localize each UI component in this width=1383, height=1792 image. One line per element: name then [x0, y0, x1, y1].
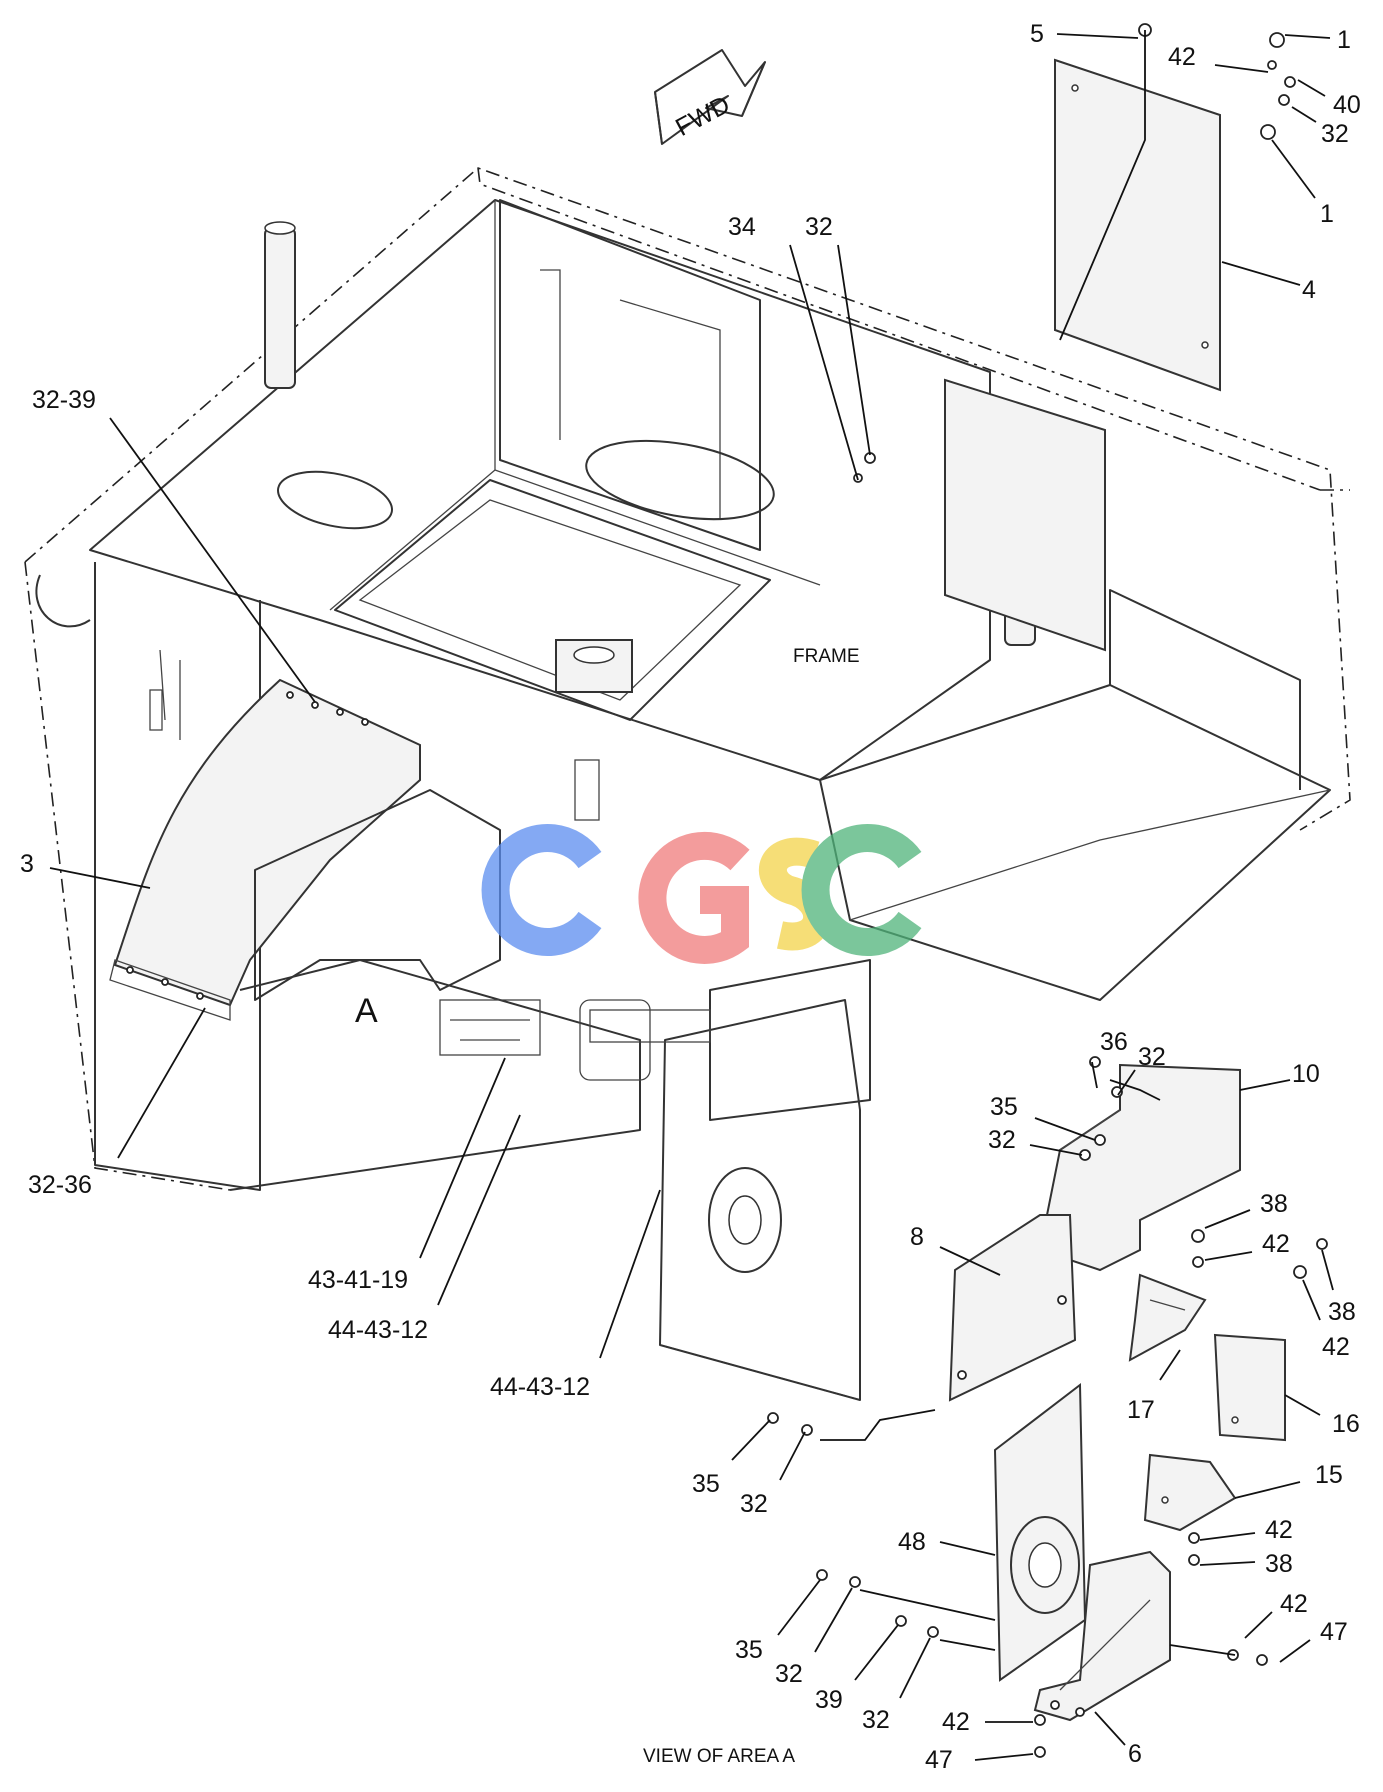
callout-4: 4	[1302, 276, 1316, 304]
fasteners	[767, 23, 1328, 1758]
callout-32-mid: 32	[988, 1126, 1016, 1154]
callout-32-39: 32-39	[32, 386, 96, 414]
panel-48	[993, 1383, 1087, 1682]
callout-32-upper: 32	[1138, 1043, 1166, 1071]
callout-8: 8	[910, 1223, 924, 1251]
callout-47-right: 47	[1320, 1618, 1348, 1646]
callout-32-lowest: 32	[862, 1706, 890, 1734]
callout-48: 48	[898, 1528, 926, 1556]
callout-10: 10	[1292, 1060, 1320, 1088]
callout-39: 39	[815, 1686, 843, 1714]
callout-40: 40	[1333, 91, 1361, 119]
callout-44-43-12-right: 44-43-12	[490, 1373, 590, 1401]
callout-16: 16	[1332, 1410, 1360, 1438]
callout-43-41-19: 43-41-19	[308, 1266, 408, 1294]
callout-15: 15	[1315, 1461, 1343, 1489]
callout-42-lower: 42	[1265, 1516, 1293, 1544]
callout-35-bottom: 35	[735, 1636, 763, 1664]
callout-42-bottom: 42	[942, 1708, 970, 1736]
callout-35-upper: 35	[990, 1093, 1018, 1121]
inner-bracket	[254, 789, 651, 1081]
callout-44-43-12-left: 44-43-12	[328, 1316, 428, 1344]
panel-10	[1038, 1063, 1241, 1272]
watermark	[481, 824, 922, 964]
area-marker: A	[355, 992, 378, 1030]
callout-38-upper: 38	[1260, 1190, 1288, 1218]
callout-32-left: 32	[740, 1490, 768, 1518]
cover-panel-3	[109, 678, 421, 1021]
callout-1-top: 1	[1337, 26, 1351, 54]
bracket-6	[1033, 1550, 1171, 1722]
callout-42-top: 42	[1168, 43, 1196, 71]
callouts: 5 1 42 40 32 1 34 32 4 32-39 3 32-36 43-…	[20, 20, 1361, 1774]
callout-3: 3	[20, 850, 34, 878]
callout-42-upper: 42	[1262, 1230, 1290, 1258]
callout-47-bottom: 47	[925, 1746, 953, 1774]
panel-4	[1054, 58, 1221, 392]
post-left	[264, 227, 296, 389]
callout-1-bottom: 1	[1320, 200, 1334, 228]
callout-42-right: 42	[1322, 1333, 1350, 1361]
callout-42-bracket: 42	[1280, 1590, 1308, 1618]
callout-32-bottom: 32	[775, 1660, 803, 1688]
callout-35-left: 35	[692, 1470, 720, 1498]
callout-38-lower: 38	[1265, 1550, 1293, 1578]
callout-32-36: 32-36	[28, 1171, 92, 1199]
callout-17: 17	[1127, 1396, 1155, 1424]
panel-8	[948, 1214, 1077, 1402]
callout-32-deck: 32	[805, 213, 833, 241]
panel-17	[1128, 1273, 1207, 1362]
panel-16	[1213, 1333, 1286, 1442]
callout-32-top: 32	[1321, 120, 1349, 148]
callout-38-right: 38	[1328, 1298, 1356, 1326]
view-caption: VIEW OF AREA A	[643, 1746, 795, 1767]
callout-5: 5	[1030, 20, 1044, 48]
callout-36: 36	[1100, 1028, 1128, 1056]
frame-label: FRAME	[793, 646, 860, 667]
panel-15	[1143, 1453, 1237, 1532]
forward-label: FWD	[671, 90, 734, 141]
callout-6: 6	[1128, 1740, 1142, 1768]
frame-body	[24, 58, 1351, 1402]
callout-34: 34	[728, 213, 756, 241]
forward-arrow: FWD	[654, 49, 766, 145]
